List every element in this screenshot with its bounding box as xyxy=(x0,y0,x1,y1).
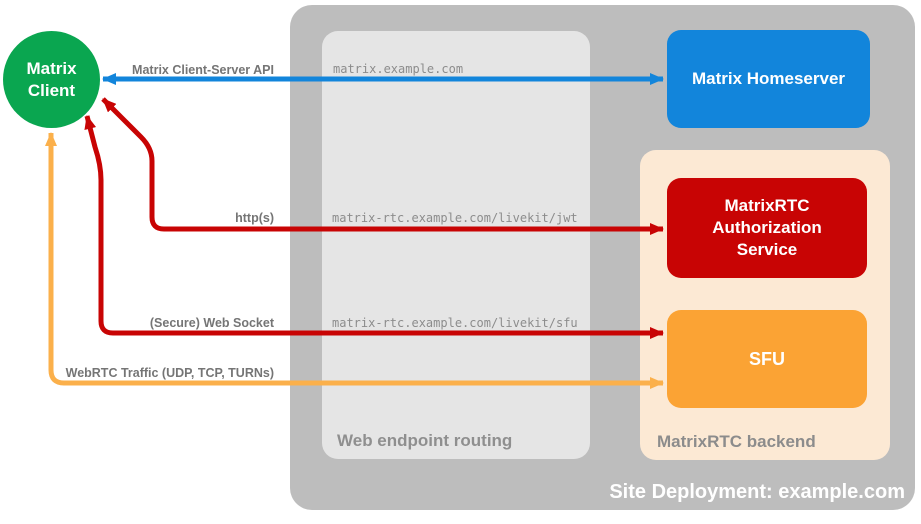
matrixrtc-backend-label: MatrixRTC backend xyxy=(657,432,816,451)
node-matrix-homeserver-label: Matrix Homeserver xyxy=(691,69,846,88)
node-matrix-client: Matrix Client xyxy=(3,31,100,128)
arrow-label-https: http(s) xyxy=(235,211,274,225)
node-sfu: SFU xyxy=(667,310,867,408)
node-matrixrtc-authorization-service-label: MatrixRTC Authorization Service xyxy=(712,196,822,259)
node-matrix-homeserver: Matrix Homeserver xyxy=(667,30,870,128)
arrow-label-webrtc-traffic: WebRTC Traffic (UDP, TCP, TURNs) xyxy=(65,366,274,380)
web-endpoint-routing-container: Web endpoint routing xyxy=(322,31,590,459)
endpoint-livekit-jwt: matrix-rtc.example.com/livekit/jwt xyxy=(332,211,578,225)
node-matrixrtc-authorization-service: MatrixRTC Authorization Service xyxy=(667,178,867,278)
site-deployment-label: Site Deployment: example.com xyxy=(609,481,905,503)
node-sfu-label: SFU xyxy=(749,348,785,369)
endpoint-matrix-example-com: matrix.example.com xyxy=(333,62,464,76)
endpoint-livekit-sfu: matrix-rtc.example.com/livekit/sfu xyxy=(332,316,578,330)
web-endpoint-routing-label: Web endpoint routing xyxy=(337,431,513,450)
node-matrix-client-label: Matrix Client xyxy=(26,58,77,100)
arrow-label-secure-web-socket: (Secure) Web Socket xyxy=(149,316,274,330)
